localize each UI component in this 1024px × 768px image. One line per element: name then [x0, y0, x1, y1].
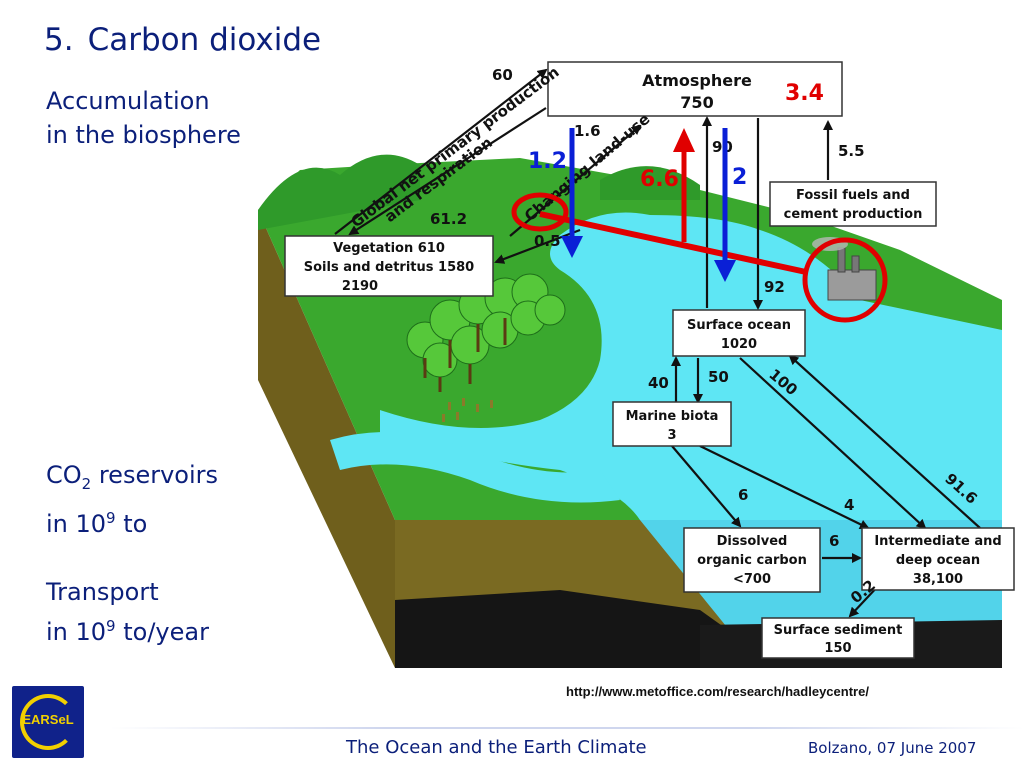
transport-line-2: in 109 to/year — [46, 609, 218, 649]
transport-exp: 9 — [106, 616, 116, 635]
forest — [406, 273, 566, 378]
sediment-band — [395, 590, 770, 668]
reservoirs-line-1: CO2 reservoirs — [46, 458, 218, 501]
surface-ocean-title: Surface ocean — [687, 318, 791, 333]
highlight-arrow-blue-left — [561, 128, 583, 258]
flow-doc-deep: 6 — [829, 532, 839, 550]
marine-biota-title: Marine biota — [626, 409, 719, 424]
arrow-deep-up — [788, 354, 981, 529]
subtitle-line-2: in the biosphere — [46, 121, 241, 149]
annotation-red-total: 3.4 — [785, 81, 824, 106]
flow-veg-return: 61.2 — [430, 210, 467, 228]
dissolved-line-3: <700 — [733, 572, 771, 587]
slide-title: 5. Carbon dioxide — [44, 22, 321, 58]
reservoirs-line-2: in 109 to — [46, 501, 218, 541]
reservoirs-word: reservoirs — [98, 461, 219, 489]
flow-land-use: 1.6 — [574, 122, 601, 140]
marine-biota-value: 3 — [667, 428, 676, 443]
arrow-veg-return — [348, 107, 547, 236]
vegetation-line-2: Soils and detritus 1580 — [304, 260, 474, 275]
footer-divider — [110, 727, 1024, 729]
tree-trunks — [423, 318, 507, 392]
arrow-ocean-deep — [739, 357, 927, 530]
logo-ring-icon — [20, 694, 76, 750]
dissolved-line-1: Dissolved — [717, 534, 788, 549]
flow-npp: 60 — [492, 66, 513, 84]
reservoirs-co: CO — [46, 461, 82, 489]
annotation-blue-right: 2 — [732, 165, 747, 190]
soil-front-face — [258, 210, 395, 668]
transport-unit: to/year — [123, 617, 209, 646]
flow-atm-down: 90 — [712, 138, 733, 156]
box-atmosphere: Atmosphere 750 — [547, 61, 843, 117]
flow-ocean-up: 92 — [764, 278, 785, 296]
arrow-npp — [334, 68, 548, 235]
flow-fossil: 5.5 — [838, 142, 865, 160]
sediment-title: Surface sediment — [774, 623, 903, 638]
arrow-land-return — [494, 228, 581, 264]
vegetation-line-1: Vegetation 610 — [333, 241, 445, 256]
flow-biota-doc: 6 — [738, 486, 748, 504]
deep-ocean-line-1: Intermediate and — [874, 534, 1001, 549]
box-marine-biota: Marine biota 3 — [612, 401, 732, 447]
footer-date: Bolzano, 07 June 2007 — [808, 739, 977, 757]
hill-back — [600, 166, 700, 200]
box-surface-sediment: Surface sediment 150 — [761, 617, 915, 659]
flow-land-return: 0.5 — [534, 232, 561, 250]
slide-title-text: Carbon dioxide — [87, 22, 322, 58]
highlight-red-line — [539, 211, 807, 275]
surface-ocean-value: 1020 — [721, 337, 757, 352]
hill-left — [258, 154, 420, 230]
reservoirs-sub: 2 — [81, 474, 92, 493]
highlight-arrow-blue-right — [714, 128, 736, 282]
flow-biota-up: 40 — [648, 374, 669, 392]
deep-ocean-line-2: deep ocean — [896, 553, 980, 568]
sediment-value: 150 — [824, 641, 851, 656]
footer-title: The Ocean and the Earth Climate — [346, 737, 647, 758]
logo-text: EARSeL — [22, 712, 74, 727]
units-block: CO2 reservoirs in 109 to Transport in 10… — [46, 458, 218, 649]
river — [330, 432, 620, 503]
subtitle-line-1: Accumulation — [46, 87, 210, 115]
reservoirs-unit: to — [123, 509, 148, 538]
annotation-blue-left: 1.2 — [528, 149, 567, 174]
fossil-line-2: cement production — [784, 207, 923, 222]
arrow-biota-doc — [671, 445, 742, 528]
saplings — [442, 398, 493, 422]
highlight-circle-factory — [802, 237, 888, 323]
arrow-land-use — [509, 124, 642, 237]
box-deep-ocean: Intermediate and deep ocean 38,100 — [861, 527, 1015, 591]
subtitle-block: Accumulation in the biosphere — [46, 84, 241, 152]
box-vegetation: Vegetation 610 Soils and detritus 1580 2… — [284, 235, 494, 297]
box-surface-ocean: Surface ocean 1020 — [672, 309, 806, 357]
arrow-biota-deep — [699, 445, 870, 529]
flow-biota-down: 50 — [708, 368, 729, 386]
deep-ocean-line-3: 38,100 — [913, 572, 963, 587]
reservoirs-exp: 9 — [106, 508, 116, 527]
atmosphere-title: Atmosphere — [642, 71, 752, 90]
slide-number: 5. — [44, 22, 74, 58]
fossil-line-1: Fossil fuels and — [796, 188, 910, 203]
transport-base: in 10 — [46, 617, 107, 646]
annotation-red-up: 6.6 — [640, 167, 679, 192]
transport-line-1: Transport — [46, 577, 159, 606]
atmosphere-value: 750 — [680, 93, 713, 112]
box-fossil: Fossil fuels and cement production — [769, 181, 937, 227]
highlight-arrow-red-up — [673, 128, 695, 242]
box-dissolved-carbon: Dissolved organic carbon <700 — [683, 527, 821, 593]
reservoirs-base: in 10 — [46, 509, 107, 538]
highlight-circle-left — [511, 192, 569, 232]
dissolved-line-2: organic carbon — [697, 553, 807, 568]
source-link[interactable]: http://www.metoffice.com/research/hadley… — [566, 684, 869, 699]
flow-biota-deep: 4 — [844, 496, 854, 514]
vegetation-line-3: 2190 — [342, 279, 378, 294]
earsel-logo: EARSeL — [12, 686, 84, 758]
